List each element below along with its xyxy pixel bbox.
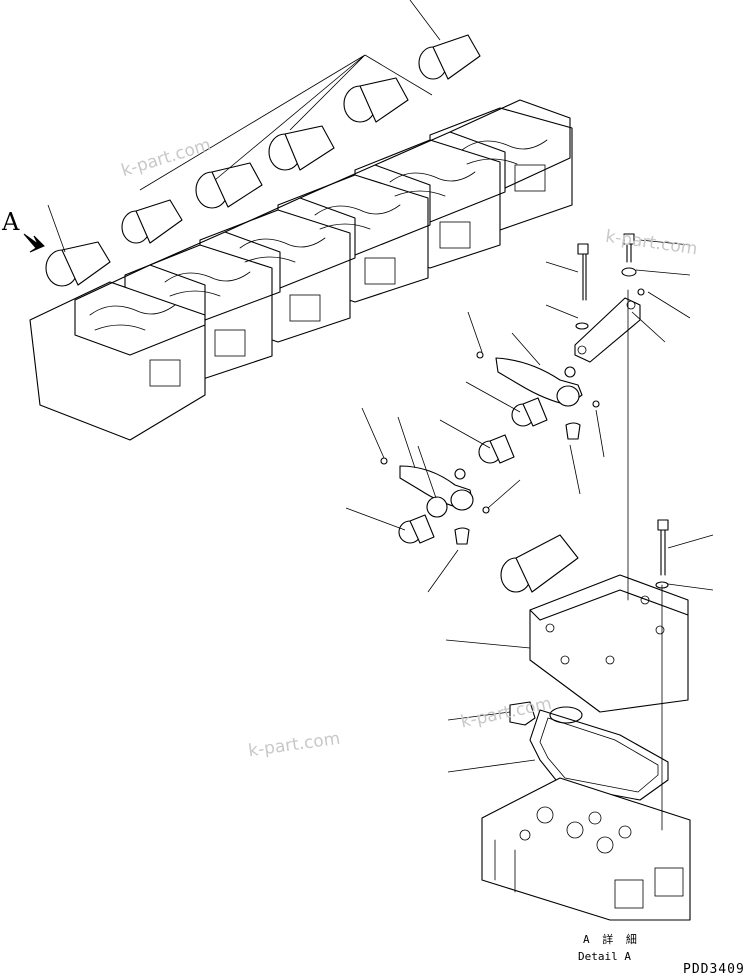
rocker-housing: [445, 519, 714, 713]
cylinder-head: [481, 777, 691, 921]
view-marker-label: A: [2, 208, 20, 236]
view-arrow-icon: [23, 233, 45, 253]
cylinder-head-row: [23, 0, 573, 441]
detail-label-jp: A 詳 細: [583, 933, 640, 946]
rocker-arm-assembly: [345, 311, 605, 593]
drawing-code: PDD3409: [683, 962, 745, 977]
gasket: [447, 701, 669, 801]
bolt-group-upper: [545, 233, 691, 363]
rocker-shaft-sleeve: [45, 34, 481, 287]
detail-label-en: Detail A: [578, 950, 631, 963]
